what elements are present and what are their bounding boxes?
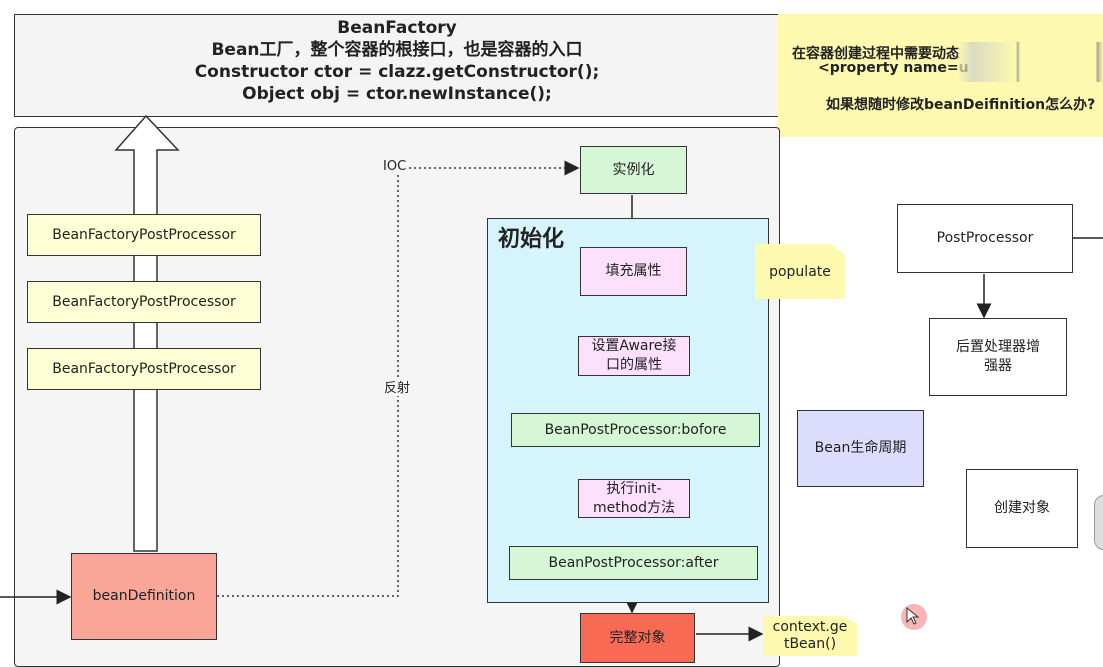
getbean-note[interactable]: context.getBean() xyxy=(763,616,857,656)
bean-factory-box[interactable]: BeanFactory Bean工厂，整个容器的根接口，也是容器的入口 Cons… xyxy=(14,14,780,117)
bfpp-box[interactable]: BeanFactoryPostProcessor xyxy=(27,214,261,256)
bpp-before-box[interactable]: BeanPostProcessor:bofore xyxy=(511,413,760,447)
note-line: 在容器创建过程中需要动态 xyxy=(792,46,960,62)
partial-shape xyxy=(1094,495,1103,550)
mouse-cursor-icon xyxy=(901,604,927,630)
note-question: 如果想随时修改beanDeifinition怎么办? xyxy=(826,97,1096,113)
lifecycle-box[interactable]: Bean生命周期 xyxy=(797,410,924,487)
big-up-arrow xyxy=(114,114,180,552)
aware-box[interactable]: 设置Aware接口的属性 xyxy=(578,336,690,376)
bfpp-box[interactable]: BeanFactoryPostProcessor xyxy=(27,281,261,323)
header-line: Object obj = ctor.newInstance(); xyxy=(242,84,552,104)
header-line: Bean工厂，整个容器的根接口，也是容器的入口 xyxy=(211,40,583,60)
bean-definition-box[interactable]: beanDefinition xyxy=(71,553,217,640)
bean-factory-title: BeanFactory xyxy=(337,18,457,38)
blur-smear xyxy=(958,42,1103,82)
header-line: Constructor ctor = clazz.getConstructor(… xyxy=(194,62,600,82)
reflection-label: 反射 xyxy=(384,377,411,396)
init-method-box[interactable]: 执行init-method方法 xyxy=(578,479,690,518)
create-object-box[interactable]: 创建对象 xyxy=(966,469,1078,548)
bfpp-box[interactable]: BeanFactoryPostProcessor xyxy=(27,348,261,390)
init-group-title: 初始化 xyxy=(498,227,565,252)
note-line: <property name=u xyxy=(818,60,969,76)
enhancer-box[interactable]: 后置处理器增强器 xyxy=(929,318,1067,396)
instantiate-box[interactable]: 实例化 xyxy=(580,146,687,194)
complete-object-box[interactable]: 完整对象 xyxy=(580,613,695,663)
populate-note[interactable]: populate xyxy=(755,244,845,299)
post-processor-box[interactable]: PostProcessor xyxy=(897,204,1073,273)
populate-props-box[interactable]: 填充属性 xyxy=(580,247,687,296)
bpp-after-box[interactable]: BeanPostProcessor:after xyxy=(509,546,758,580)
top-note[interactable]: 在容器创建过程中需要动态 <property name=u 如果想随时修改bea… xyxy=(778,14,1103,137)
ioc-label: IOC xyxy=(383,159,407,174)
